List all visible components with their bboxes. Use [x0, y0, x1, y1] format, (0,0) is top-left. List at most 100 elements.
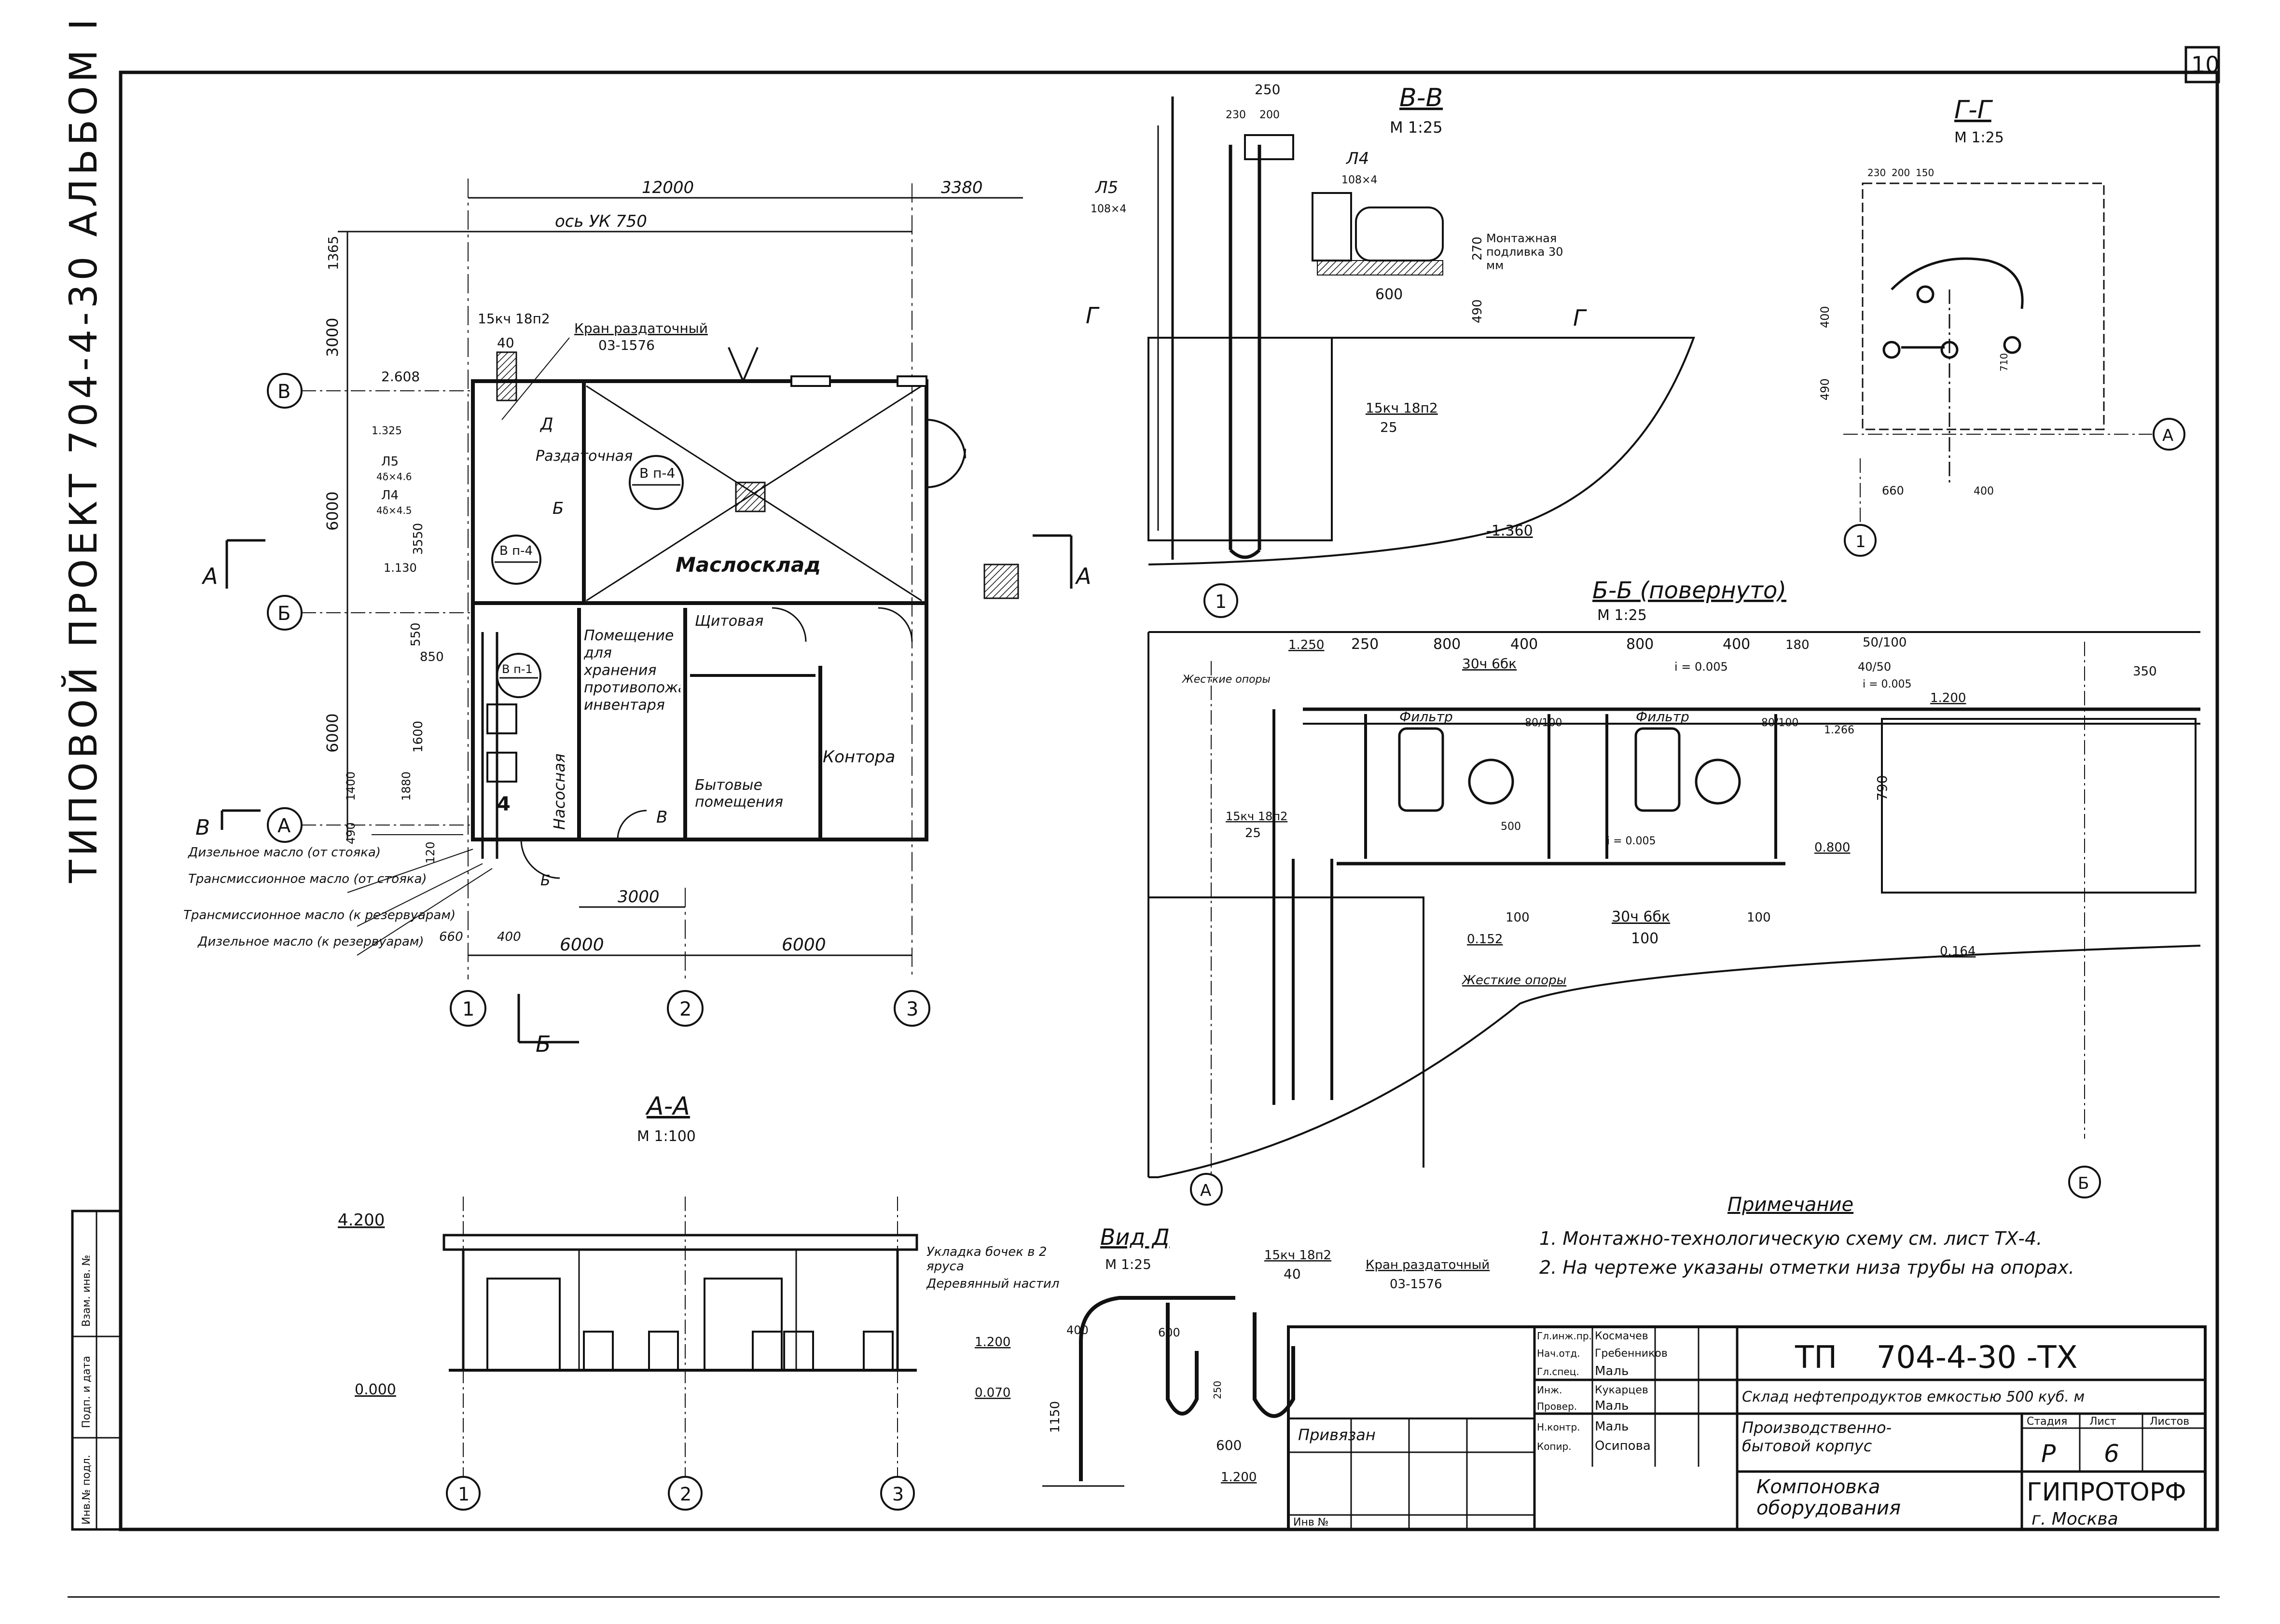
aa-axis-2: 2: [680, 1484, 691, 1505]
plan-letter-4: 4: [497, 793, 511, 815]
section-aa-title: А-А: [645, 1092, 690, 1121]
plan-pipe-l5: Л5: [381, 454, 399, 469]
plan-letter-b1: Б: [553, 499, 564, 518]
bb-dim-2: 400: [1510, 636, 1538, 653]
section-bb: Б-Б (повернуто) М 1:25 1.250 1.200 1.266…: [1147, 577, 2201, 1206]
bb-mark-4: 0.152: [1467, 932, 1503, 947]
plan-letter-v: В: [656, 808, 667, 827]
margin-stamp-box: Инв.№ подл. Подп. и дата Взам. инв. №: [71, 1210, 122, 1531]
page-number: 10: [2191, 52, 2220, 78]
vv-dim-270: 270: [1470, 236, 1485, 261]
plan-dim-120: 120: [424, 841, 437, 864]
view-d-dim-1: 600: [1158, 1326, 1180, 1339]
vv-l5-spec: 108×4: [1091, 203, 1126, 215]
tb-staff-role-0: Гл.инж.пр.: [1537, 1330, 1592, 1342]
section-aa-scale: М 1:100: [637, 1128, 696, 1145]
plan-axis-label: ось УК 750: [555, 212, 647, 231]
axis-col-2: 2: [667, 990, 704, 1027]
room-domestic: Бытовые помещения: [695, 777, 783, 811]
gg-dim-7: 660: [1882, 484, 1904, 497]
bb-dim-5: 180: [1785, 638, 1810, 652]
tb-staff-role-2: Гл.спец.: [1537, 1366, 1579, 1377]
vv-valve-n: 25: [1380, 419, 1397, 435]
plan-dim-490: 490: [344, 822, 358, 844]
title-block: Привязан Инв № Гл.инж.пр. Космачев Нач.о…: [1287, 1325, 2207, 1531]
section-vv-scale: М 1:25: [1390, 118, 1443, 137]
gg-dim-8: 400: [1974, 485, 1994, 497]
aa-barrels: Укладка бочек в 2 яруса Деревянный насти…: [926, 1245, 1060, 1291]
bb-dim-3: 800: [1626, 636, 1654, 653]
bb-axis-a: А: [1200, 1181, 1211, 1200]
axis-row-V: В: [267, 373, 473, 409]
bb-dim-9: 790: [1874, 775, 1890, 801]
tb-sheet-name: Компоновка оборудования: [1756, 1476, 1901, 1519]
vv-mount: Монтажная подливка 30 мм: [1486, 232, 1563, 272]
plan-dim-3550: 3550: [411, 523, 426, 555]
tb-privyazan: Привязан: [1298, 1426, 1376, 1444]
note-1: 1. Монтажно-технологическую схему см. ли…: [1539, 1228, 2042, 1249]
vv-dim-230: 230: [1226, 109, 1246, 121]
section-mark-v: В: [195, 815, 210, 840]
tb-staff-name-1: Гребенников: [1595, 1348, 1668, 1360]
room-dispense: Раздаточная: [536, 448, 633, 465]
view-d-dim-0: 400: [1066, 1323, 1089, 1337]
axis-row-B: Б: [267, 595, 473, 631]
vv-l4: Л4: [1345, 149, 1369, 168]
axis-col-1: 1: [450, 990, 486, 1027]
plan-dim-bottom-2: 3000: [618, 887, 660, 907]
plan-dim-550: 550: [409, 622, 423, 647]
svg-text:1: 1: [462, 998, 474, 1020]
tb-staff-role-1: Нач.отд.: [1537, 1348, 1580, 1359]
plan-pipe-l4: Л4: [381, 488, 399, 503]
section-vv: В-В М 1:25 Л5 108×4 Л4 108×4 250 230 200…: [1086, 82, 1695, 618]
plan-pipe-spec-0: 4δ×4.6: [376, 471, 412, 482]
note-2: 2. На чертеже указаны отметки низа трубы…: [1539, 1257, 2074, 1278]
section-gg-title: Г-Г: [1954, 96, 1993, 124]
tb-city: г. Москва: [2031, 1509, 2118, 1529]
view-d-kran: Кран раздаточный: [1366, 1258, 1490, 1272]
room-pump: Насосная: [550, 754, 568, 830]
bb-dim-11: 100: [1747, 910, 1771, 925]
aa-mark-1: 0.000: [355, 1381, 396, 1398]
section-bb-scale: М 1:25: [1597, 607, 1647, 624]
oil-label-3: Дизельное масло (к резервуарам): [197, 935, 424, 949]
tb-stage-hdr: Стадия: [2027, 1416, 2067, 1428]
bb-dim-4: 400: [1723, 636, 1750, 653]
section-bb-title: Б-Б (повернуто): [1592, 577, 1786, 604]
aa-axis-3: 3: [892, 1484, 904, 1505]
bb-mark-1: 1.200: [1930, 691, 1966, 705]
gg-dim-1: 200: [1892, 167, 1910, 179]
aa-mark-0: 4.200: [338, 1211, 385, 1230]
sheet-frame: 10: [68, 46, 2220, 1598]
bb-valve-0: 30ч 6бк: [1462, 656, 1517, 672]
vv-dim-600: 600: [1375, 286, 1403, 303]
room-storage: Помещение для хранения противопожарного …: [584, 627, 680, 714]
bb-valve-left: 15кч 18п2: [1226, 810, 1287, 823]
vv-l5: Л5: [1094, 178, 1118, 197]
tb-staff-role-6: Копир.: [1537, 1441, 1572, 1452]
bb-valve-1: 30ч 6бк: [1612, 908, 1670, 925]
plan-kran: Кран раздаточный: [574, 320, 708, 336]
view-d-valve: 15кч 18п2: [1264, 1248, 1331, 1263]
bb-dim-14: 500: [1501, 821, 1521, 833]
bb-dim-7: 40/50: [1858, 660, 1891, 674]
tb-org: ГИПРОТОРФ: [2027, 1478, 2186, 1507]
tb-staff-name-3: Кукарцев: [1595, 1384, 1648, 1396]
aa-mark-3: 0.070: [975, 1386, 1010, 1400]
gg-dim-9: 710: [1998, 353, 2010, 372]
view-d-kran-code: 03-1576: [1390, 1277, 1442, 1292]
bb-valve-n: 100: [1631, 930, 1658, 947]
bb-filter-1: Фильтр: [1636, 709, 1689, 725]
plan-dim-850: 850: [420, 650, 444, 664]
view-d-dim-3: 1150: [1048, 1401, 1063, 1433]
bb-mark-5: 0.164: [1940, 944, 1976, 959]
bb-slope-0: i = 0.005: [1674, 660, 1728, 674]
tb-stage: Р: [2041, 1440, 2056, 1468]
view-d-dim-4: 250: [1212, 1381, 1223, 1399]
vv-valve: 15кч 18п2: [1366, 400, 1438, 416]
bb-dim-1: 800: [1433, 636, 1461, 653]
tb-staff-name-6: Осипова: [1595, 1439, 1651, 1453]
tb-staff-name-4: Маль: [1595, 1399, 1629, 1413]
svg-text:2: 2: [679, 998, 691, 1020]
